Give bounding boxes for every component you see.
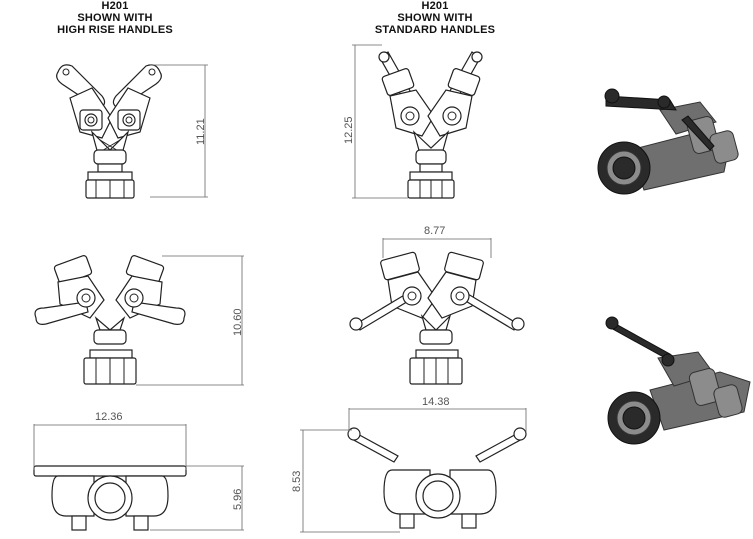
high-rise-top-view xyxy=(33,465,187,531)
heading-line-1: SHOWN WITH xyxy=(397,12,473,24)
high-rise-rear-view xyxy=(34,255,186,385)
standard-top-view xyxy=(347,427,527,529)
standard-rear-view xyxy=(349,251,525,385)
dim-label: 5.96 xyxy=(232,489,244,510)
heading-line-1: SHOWN WITH xyxy=(77,12,153,24)
heading-standard: H201 SHOWN WITH STANDARD HANDLES xyxy=(360,0,510,36)
dim-label: 10.60 xyxy=(232,308,244,336)
render-standard-3d xyxy=(605,316,751,445)
dim-label: 14.38 xyxy=(422,396,450,408)
dim-standard-width: 14.38 xyxy=(348,396,527,432)
render-high-rise-3d xyxy=(597,88,739,195)
heading-line-2: HIGH RISE HANDLES xyxy=(57,24,173,36)
dim-high-rise-top-height: 5.96 xyxy=(150,465,244,531)
dim-high-rise-rear-height: 10.60 xyxy=(136,255,244,386)
dim-standard-front-height: 12.25 xyxy=(343,44,408,199)
standard-front-view xyxy=(378,51,483,199)
dim-high-rise-width: 12.36 xyxy=(33,411,187,470)
dim-high-rise-front-height: 11.21 xyxy=(150,64,208,198)
heading-high-rise: H201 SHOWN WITH HIGH RISE HANDLES xyxy=(40,0,190,36)
dim-label: 8.77 xyxy=(424,225,445,237)
high-rise-front-view xyxy=(56,64,162,199)
heading-line-2: STANDARD HANDLES xyxy=(374,24,496,36)
dim-label: 12.25 xyxy=(343,116,355,144)
model-label: H201 xyxy=(101,0,129,12)
dim-label: 8.53 xyxy=(291,471,303,492)
dim-label: 11.21 xyxy=(195,118,207,145)
dim-label: 12.36 xyxy=(95,411,123,423)
model-label: H201 xyxy=(421,0,449,12)
dim-standard-rear-width: 8.77 xyxy=(382,225,492,258)
dim-standard-top-height: 8.53 xyxy=(291,429,400,533)
